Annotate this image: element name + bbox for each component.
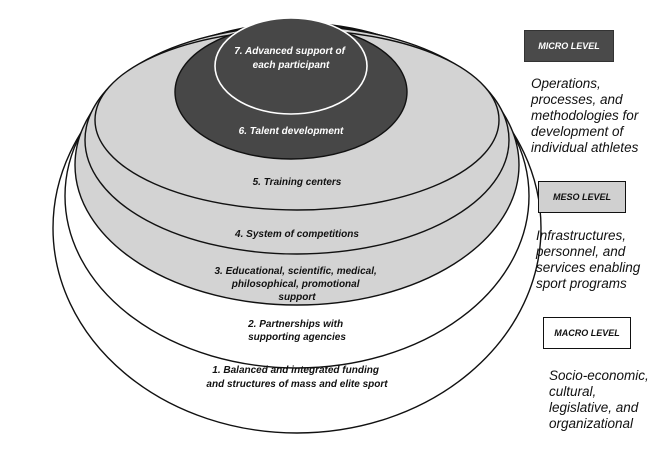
ring-6-label: 6. Talent development: [239, 126, 344, 137]
micro-level-description: Operations, processes, and methodologies…: [531, 76, 639, 155]
ring-2-label: 2. Partnerships with supporting agencies: [247, 319, 346, 343]
meso-level-description: Infrastructures, personnel, and services…: [536, 228, 641, 291]
ring-3-label: 3. Educational, scientific, medical, phi…: [214, 266, 379, 303]
ring-1-label: 1. Balanced and integrated funding and s…: [206, 365, 388, 390]
ring-4-label: 4. System of competitions: [234, 229, 359, 240]
meso-level-label: MESO LEVEL: [552, 192, 611, 202]
meso-level-box: MESO LEVEL: [538, 181, 626, 213]
micro-level-label: MICRO LEVEL: [538, 41, 600, 51]
macro-level-label: MACRO LEVEL: [554, 328, 620, 338]
macro-level-description: Socio-economic, cultural, legislative, a…: [549, 368, 649, 431]
ring-7-label: 7. Advanced support of each participant: [234, 46, 348, 71]
ring-5-label: 5. Training centers: [253, 177, 342, 188]
macro-level-box: MACRO LEVEL: [543, 317, 631, 349]
ring-7: [214, 17, 368, 115]
micro-level-box: MICRO LEVEL: [524, 30, 614, 62]
